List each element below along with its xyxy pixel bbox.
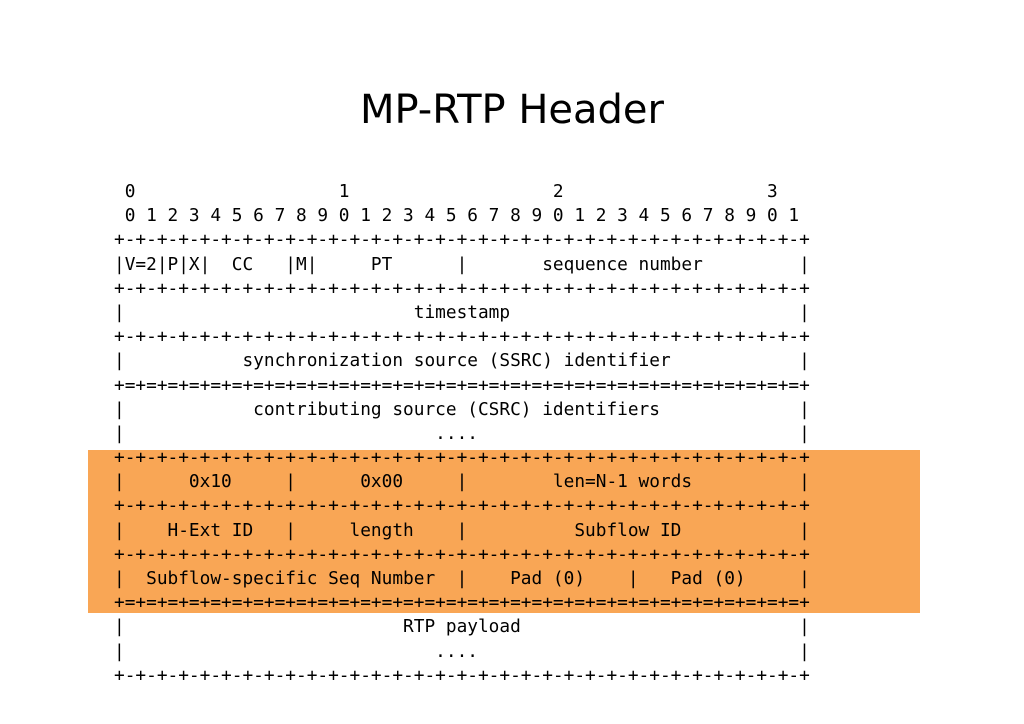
row-ssrc: | synchronization source (SSRC) identifi… <box>114 350 810 372</box>
section-separator: +=+=+=+=+=+=+=+=+=+=+=+=+=+=+=+=+=+=+=+=… <box>114 592 810 614</box>
row-csrc-continuation: | .... | <box>114 422 810 444</box>
field-separator: +-+-+-+-+-+-+-+-+-+-+-+-+-+-+-+-+-+-+-+-… <box>114 229 810 251</box>
row-timestamp: | timestamp | <box>114 301 810 323</box>
rtp-header-diagram: 0 1 2 3 0 1 2 3 4 5 6 7 8 9 0 1 2 3 4 5 … <box>114 180 810 688</box>
bit-position-tens: 0 1 2 3 <box>114 181 778 202</box>
row-subflow-seq-pad: | Subflow-specific Seq Number | Pad (0) … <box>114 568 810 589</box>
field-separator: +-+-+-+-+-+-+-+-+-+-+-+-+-+-+-+-+-+-+-+-… <box>114 277 810 299</box>
section-separator: +=+=+=+=+=+=+=+=+=+=+=+=+=+=+=+=+=+=+=+=… <box>114 374 810 396</box>
slide-title: MP-RTP Header <box>360 87 664 133</box>
row-extension-profile: | 0x10 | 0x00 | len=N-1 words | <box>114 471 810 493</box>
field-separator: +-+-+-+-+-+-+-+-+-+-+-+-+-+-+-+-+-+-+-+-… <box>114 326 810 348</box>
field-separator: +-+-+-+-+-+-+-+-+-+-+-+-+-+-+-+-+-+-+-+-… <box>114 543 810 565</box>
mp-rtp-extension-highlight <box>88 450 920 613</box>
field-separator: +-+-+-+-+-+-+-+-+-+-+-+-+-+-+-+-+-+-+-+-… <box>114 447 810 469</box>
bit-position-units: 0 1 2 3 4 5 6 7 8 9 0 1 2 3 4 5 6 7 8 9 … <box>114 205 800 227</box>
row-ext-id-subflow: | H-Ext ID | length | Subflow ID | <box>114 519 810 541</box>
field-separator: +-+-+-+-+-+-+-+-+-+-+-+-+-+-+-+-+-+-+-+-… <box>114 495 810 517</box>
row-csrc: | contributing source (CSRC) identifiers… <box>114 398 810 420</box>
field-separator: +-+-+-+-+-+-+-+-+-+-+-+-+-+-+-+-+-+-+-+-… <box>114 664 810 686</box>
row-payload-continuation: | .... | <box>114 640 810 662</box>
row-version-flags-seq: |V=2|P|X| CC |M| PT | sequence number | <box>114 253 810 275</box>
row-rtp-payload: | RTP payload | <box>114 616 810 638</box>
